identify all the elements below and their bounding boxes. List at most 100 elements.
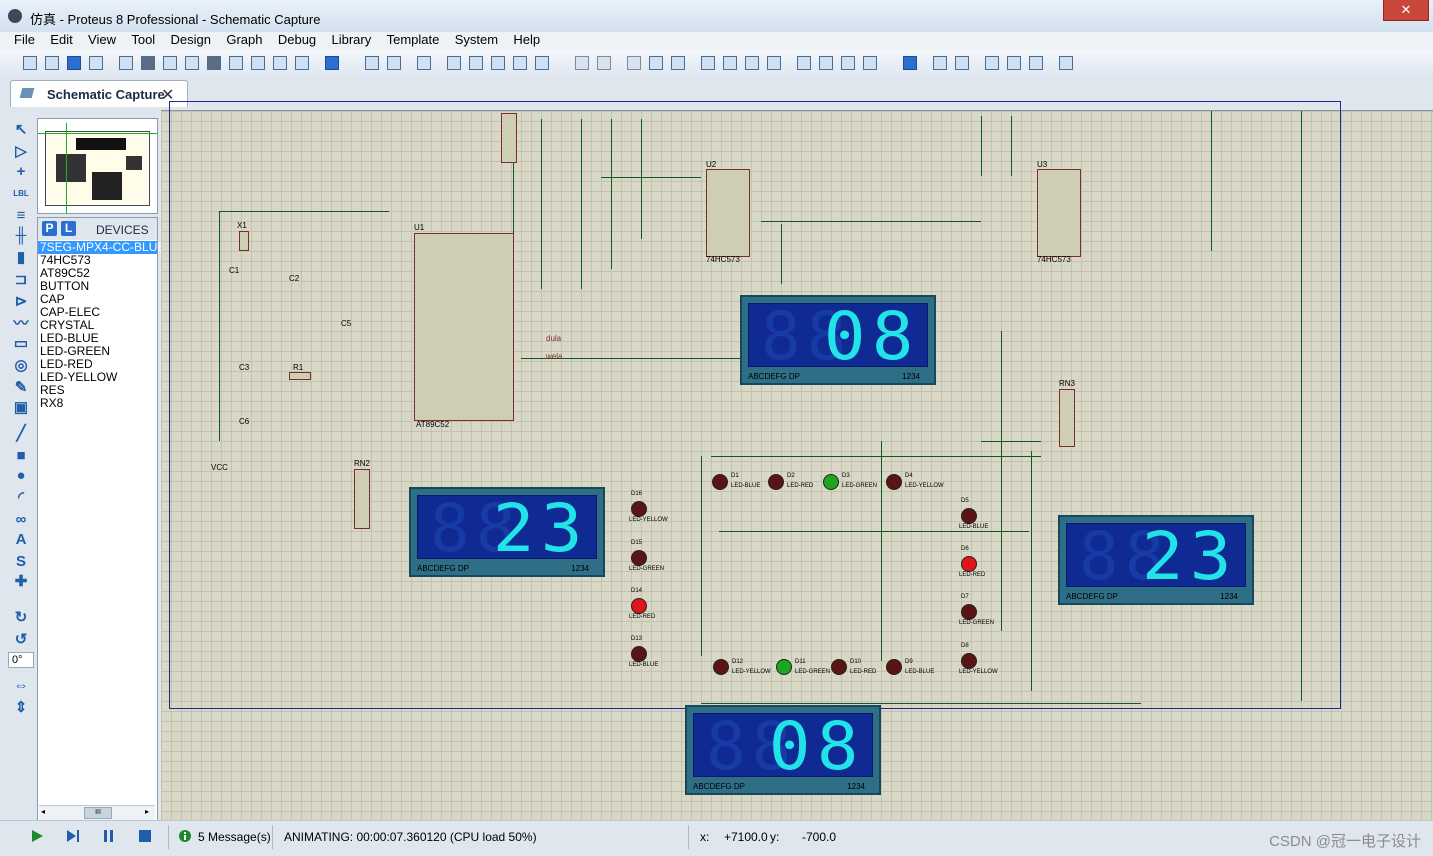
wire-autorouter-icon[interactable] [900, 53, 918, 71]
resistor-pack-rn2[interactable] [354, 469, 370, 529]
search-tag-icon[interactable] [930, 53, 948, 71]
device-item[interactable]: BUTTON [40, 279, 90, 293]
import-icon[interactable] [86, 53, 104, 71]
led-d6[interactable] [961, 556, 977, 572]
menu-file[interactable]: File [14, 32, 35, 47]
device-item[interactable]: CRYSTAL [40, 318, 95, 332]
symbol-icon[interactable]: S [15, 553, 26, 570]
chip-u3[interactable] [1037, 169, 1081, 257]
line-icon[interactable]: ╱ [16, 425, 26, 442]
led-d2[interactable] [768, 474, 784, 490]
devices-scrollbar[interactable]: ◂ III ▸ [39, 805, 155, 820]
undo-icon[interactable] [572, 53, 590, 71]
stop-icon[interactable] [138, 829, 152, 843]
menu-edit[interactable]: Edit [50, 32, 73, 47]
tape-recorder-icon[interactable]: ▭ [13, 335, 29, 352]
origin-icon[interactable] [414, 53, 432, 71]
open-file-icon[interactable] [42, 53, 60, 71]
voltage-probe-icon[interactable]: ✎ [14, 379, 28, 396]
decompose-icon[interactable] [860, 53, 878, 71]
menu-help[interactable]: Help [513, 32, 541, 47]
pick-device-icon[interactable] [794, 53, 812, 71]
device-item[interactable]: LED-BLUE [40, 331, 99, 345]
resistor-r1[interactable] [289, 372, 311, 380]
chip-u1[interactable] [414, 233, 514, 421]
text-script-icon[interactable]: ≡ [16, 207, 26, 224]
led-d12[interactable] [713, 659, 729, 675]
led-d7[interactable] [961, 604, 977, 620]
led-d4[interactable] [886, 474, 902, 490]
junction-icon[interactable]: + [16, 163, 26, 180]
source-code-icon[interactable] [248, 53, 266, 71]
bus-icon[interactable]: ╫ [15, 227, 27, 244]
led-d13[interactable] [631, 646, 647, 662]
device-item[interactable]: CAP [40, 292, 65, 306]
zoom-out-icon[interactable] [488, 53, 506, 71]
mirror-horizontal-icon[interactable]: ⇔ [13, 677, 29, 694]
device-item[interactable]: RES [40, 383, 65, 397]
packaging-tool-icon[interactable] [838, 53, 856, 71]
chip-u2[interactable] [706, 169, 750, 257]
led-d10[interactable] [831, 659, 847, 675]
overview-window[interactable] [37, 118, 158, 214]
menu-template[interactable]: Template [386, 32, 440, 47]
menu-debug[interactable]: Debug [277, 32, 317, 47]
pick-devices-button[interactable]: P [42, 221, 57, 236]
seven-segment-display-1[interactable]: 88 08 ABCDEFG DP 1234 [740, 295, 936, 385]
library-manager-button[interactable]: L [61, 221, 76, 236]
message-info-icon[interactable] [178, 829, 192, 843]
block-delete-icon[interactable] [764, 53, 782, 71]
step-icon[interactable] [66, 829, 80, 843]
tab-schematic-capture[interactable]: Schematic Capture ✕ [10, 80, 188, 107]
help-icon[interactable] [322, 53, 340, 71]
paste-icon[interactable] [668, 53, 686, 71]
scroll-thumb[interactable]: III [84, 807, 112, 819]
graph-mode-icon[interactable]: 〰 [13, 315, 29, 332]
menu-system[interactable]: System [454, 32, 499, 47]
rotate-anticlockwise-icon[interactable]: ↺ [14, 631, 28, 648]
pause-icon[interactable] [102, 829, 116, 843]
led-d11[interactable] [776, 659, 792, 675]
generator-icon[interactable]: ◎ [14, 357, 28, 374]
device-item[interactable]: AT89C52 [40, 266, 90, 280]
menu-design[interactable]: Design [170, 32, 212, 47]
grid-icon[interactable] [384, 53, 402, 71]
electrical-rule-check-icon[interactable] [1056, 53, 1074, 71]
schematic-canvas[interactable]: U1 AT89C52 U2 74HC573 U3 74HC573 RN2 RN3… [161, 101, 1433, 821]
terminals-icon[interactable]: ⊐ [14, 271, 28, 288]
close-button[interactable]: ✕ [1383, 0, 1429, 21]
led-d14[interactable] [631, 598, 647, 614]
pan-icon[interactable] [444, 53, 462, 71]
notes-icon[interactable] [292, 53, 310, 71]
device-item[interactable]: LED-GREEN [40, 344, 111, 358]
menu-graph[interactable]: Graph [226, 32, 263, 47]
block-copy-icon[interactable] [698, 53, 716, 71]
arc-icon[interactable]: ◜ [18, 489, 24, 506]
selection-mode-icon[interactable]: ↖ [14, 121, 28, 138]
virtual-instruments-icon[interactable]: ▣ [13, 399, 29, 416]
refresh-icon[interactable] [362, 53, 380, 71]
remove-sheet-icon[interactable] [1004, 53, 1022, 71]
led-d1[interactable] [712, 474, 728, 490]
property-tool-icon[interactable] [952, 53, 970, 71]
menu-view[interactable]: View [88, 32, 116, 47]
device-item[interactable]: 74HC573 [40, 253, 91, 267]
zoom-area-icon[interactable] [532, 53, 550, 71]
rotation-angle-field[interactable]: 0° [8, 652, 34, 668]
goto-sheet-icon[interactable] [1026, 53, 1044, 71]
led-d5[interactable] [961, 508, 977, 524]
seven-segment-display-3[interactable]: 88 23 ABCDEFG DP 1234 [1058, 515, 1254, 605]
schematic-icon[interactable] [138, 53, 156, 71]
device-item[interactable]: RX8 [40, 396, 64, 410]
gerber-icon[interactable] [182, 53, 200, 71]
device-item[interactable]: CAP-ELEC [40, 305, 101, 319]
save-icon[interactable] [64, 53, 82, 71]
seven-segment-display-4[interactable]: 88 08 ABCDEFG DP 1234 [685, 705, 881, 795]
new-sheet-icon[interactable] [982, 53, 1000, 71]
wire-label-icon[interactable]: LBL [13, 189, 29, 198]
marker-icon[interactable]: ✚ [14, 573, 28, 590]
box-icon[interactable]: ■ [16, 447, 26, 464]
scroll-right-icon[interactable]: ▸ [145, 807, 150, 816]
path-icon[interactable]: ∞ [15, 511, 27, 528]
pcb-icon[interactable] [160, 53, 178, 71]
